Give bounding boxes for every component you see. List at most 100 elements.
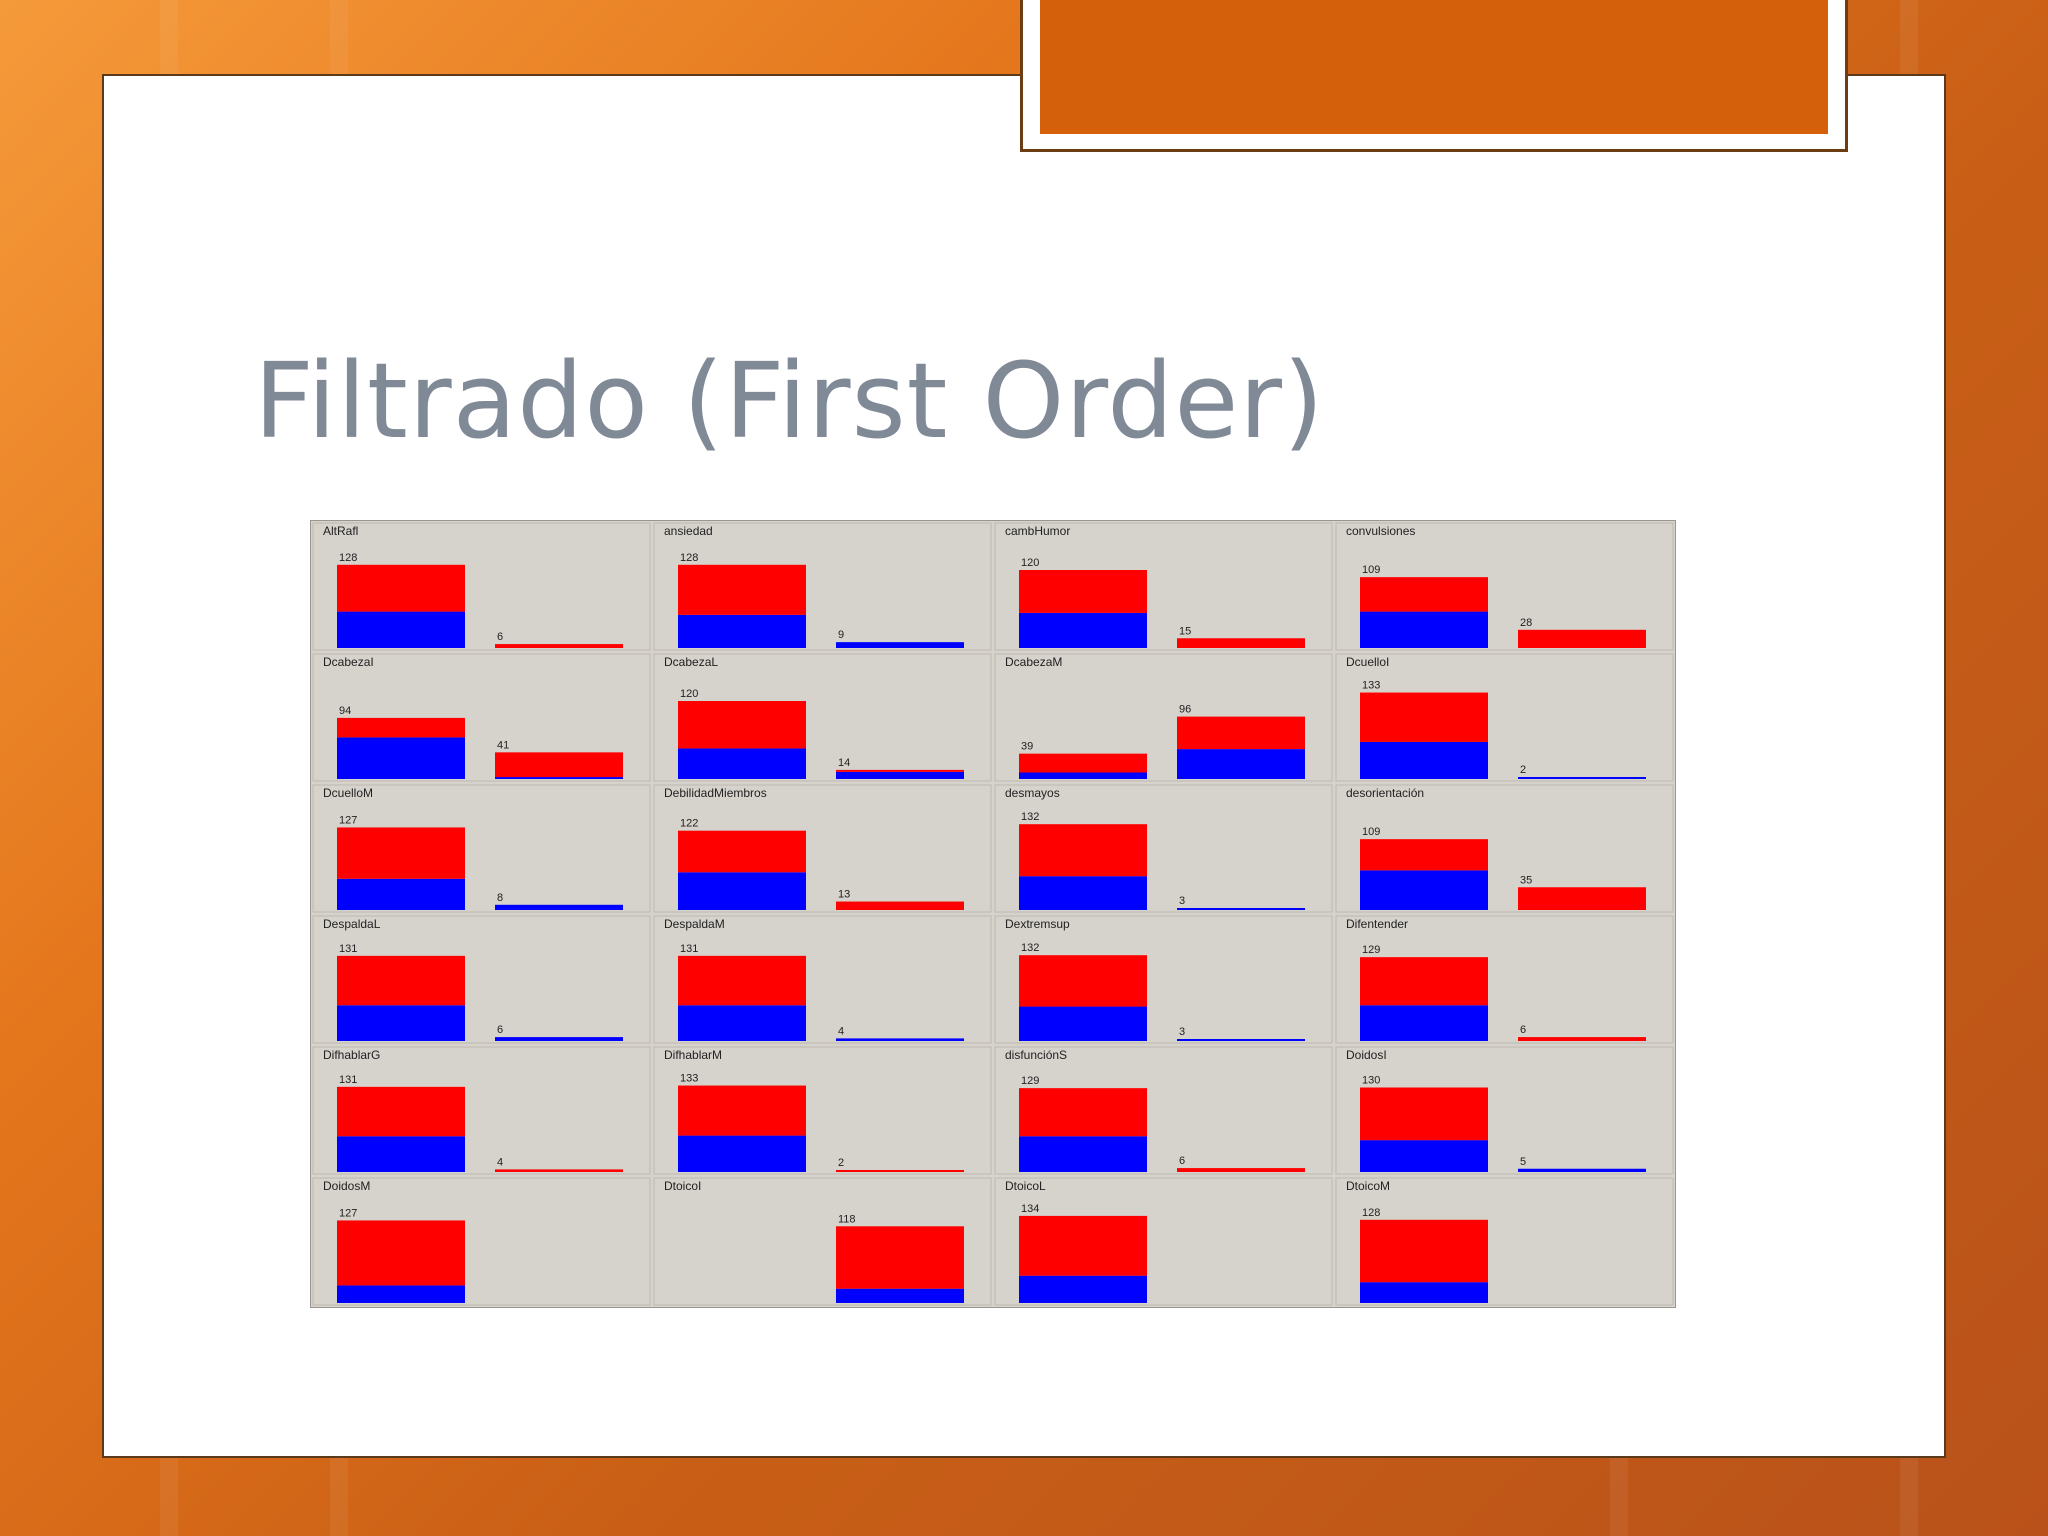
bar-value-label: 5 — [1520, 1156, 1526, 1168]
panel-title: DespaldaL — [323, 917, 381, 931]
bar-segment-blue — [1360, 741, 1488, 779]
bar-segment-red — [495, 644, 623, 648]
bar-value-label: 3 — [1179, 1026, 1185, 1038]
accent-banner — [1040, 0, 1828, 134]
bar-value-label: 130 — [1362, 1075, 1380, 1087]
panel-title: DespaldaM — [664, 917, 725, 931]
bar-segment-blue — [337, 878, 465, 910]
bar-segment-blue — [1360, 1005, 1488, 1041]
panel-title: DtoicoL — [1005, 1179, 1046, 1193]
bar-value-label: 94 — [339, 705, 351, 717]
bar-value-label: 109 — [1362, 564, 1380, 576]
bar-value-label: 134 — [1021, 1203, 1039, 1215]
bar-value-label: 28 — [1520, 617, 1532, 629]
bar-segment-blue — [678, 614, 806, 648]
bar-value-label: 132 — [1021, 942, 1039, 954]
bar-segment-red — [1019, 1088, 1147, 1137]
bar-segment-blue — [495, 904, 623, 910]
bar-segment-red — [1360, 1087, 1488, 1141]
bar-segment-red — [337, 1220, 465, 1286]
bar-value-label: 6 — [497, 631, 503, 643]
bar-segment-red — [1518, 629, 1646, 648]
bar-segment-red — [1019, 955, 1147, 1007]
bar-value-label: 133 — [680, 1073, 698, 1085]
bar-value-label: 6 — [1179, 1155, 1185, 1167]
bar-segment-blue — [337, 1005, 465, 1041]
bar-segment-blue — [1019, 1006, 1147, 1041]
bar-segment-red — [337, 564, 465, 612]
bar-segment-blue — [337, 611, 465, 648]
panel-title: Dextremsup — [1005, 917, 1070, 931]
bar-segment-red — [337, 955, 465, 1006]
panel-title: desmayos — [1005, 786, 1060, 800]
bar-segment-blue — [836, 642, 964, 648]
bar-segment-red — [1518, 1037, 1646, 1041]
bar-segment-blue — [836, 771, 964, 779]
panel-title: DcabezaL — [664, 655, 718, 669]
bar-segment-red — [1019, 824, 1147, 877]
panel-title: DebilidadMiembros — [664, 786, 767, 800]
bar-segment-red — [1177, 716, 1305, 750]
bar-value-label: 132 — [1021, 811, 1039, 823]
panel-title: ansiedad — [664, 524, 713, 538]
bar-value-label: 131 — [680, 943, 698, 955]
bar-value-label: 127 — [339, 1207, 357, 1219]
bar-segment-red — [337, 1086, 465, 1137]
bar-segment-red — [337, 827, 465, 879]
bar-value-label: 127 — [339, 814, 357, 826]
bar-value-label: 133 — [1362, 680, 1380, 692]
bar-segment-red — [1019, 1215, 1147, 1276]
bar-segment-blue — [836, 1038, 964, 1041]
panel-title: disfunciónS — [1005, 1048, 1067, 1062]
bar-segment-red — [678, 955, 806, 1006]
panel-title: desorientación — [1346, 786, 1424, 800]
bar-segment-blue — [1177, 749, 1305, 779]
bar-value-label: 3 — [1179, 895, 1185, 907]
bar-segment-blue — [1360, 1140, 1488, 1172]
bar-segment-red — [1360, 692, 1488, 742]
bar-value-label: 131 — [339, 1074, 357, 1086]
bar-segment-red — [1360, 957, 1488, 1006]
bar-segment-blue — [337, 737, 465, 779]
bar-value-label: 109 — [1362, 826, 1380, 838]
bar-segment-blue — [678, 1135, 806, 1172]
panel-title: DcuelloM — [323, 786, 373, 800]
bar-segment-red — [678, 701, 806, 749]
bar-segment-red — [1518, 887, 1646, 910]
bar-value-label: 14 — [838, 757, 850, 769]
bar-value-label: 9 — [838, 629, 844, 641]
bar-value-label: 128 — [339, 552, 357, 564]
bar-segment-blue — [1177, 908, 1305, 910]
panel-title: Difentender — [1346, 917, 1408, 931]
panel-title: DtoicoM — [1346, 1179, 1390, 1193]
bar-segment-blue — [495, 777, 623, 779]
bar-segment-red — [1019, 570, 1147, 613]
bar-value-label: 118 — [838, 1213, 856, 1225]
slide-title: Filtrado (First Order) — [254, 340, 1325, 462]
bar-value-label: 120 — [680, 688, 698, 700]
panel-title: DifhablarG — [323, 1048, 380, 1062]
bar-value-label: 4 — [838, 1025, 844, 1037]
bar-segment-blue — [836, 1288, 964, 1303]
bar-value-label: 2 — [838, 1157, 844, 1169]
panel-title: convulsiones — [1346, 524, 1415, 538]
panel-title: AltRafl — [323, 524, 358, 538]
panel-title: DifhablarM — [664, 1048, 722, 1062]
bar-segment-blue — [678, 748, 806, 779]
bar-value-label: 15 — [1179, 625, 1191, 637]
panel-title: DcabezaI — [323, 655, 374, 669]
bar-segment-red — [836, 1170, 964, 1172]
bar-value-label: 131 — [339, 943, 357, 955]
bar-segment-blue — [495, 1037, 623, 1041]
bar-segment-blue — [1360, 611, 1488, 648]
panel-title: DcuelloI — [1346, 655, 1389, 669]
bar-value-label: 35 — [1520, 874, 1532, 886]
bar-segment-blue — [678, 1005, 806, 1041]
bar-segment-red — [337, 717, 465, 738]
bar-value-label: 128 — [680, 552, 698, 564]
bar-segment-blue — [1019, 1275, 1147, 1303]
bar-segment-blue — [1019, 1136, 1147, 1172]
bar-value-label: 41 — [497, 739, 509, 751]
panel-title: DcabezaM — [1005, 655, 1062, 669]
bar-segment-red — [495, 1169, 623, 1172]
